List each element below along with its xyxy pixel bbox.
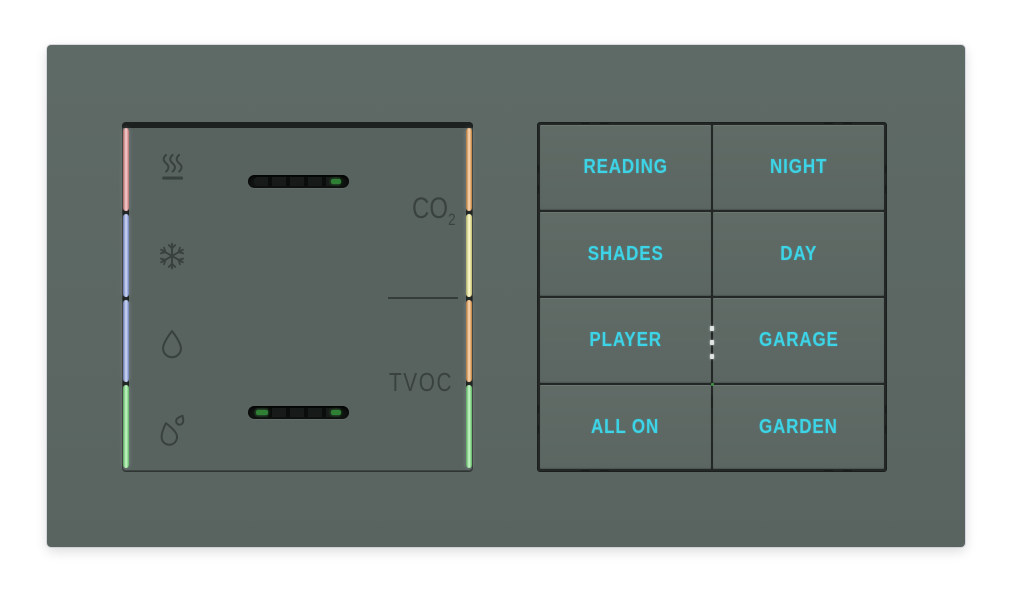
scene-button-shades[interactable]: SHADES [540, 211, 711, 296]
frame-notch [581, 470, 590, 472]
frame-notch [885, 425, 887, 433]
co2-subscript: 2 [448, 210, 456, 229]
scene-button-player[interactable]: PLAYER [540, 298, 711, 383]
slot-led-green [331, 410, 341, 415]
sensor-slot-bottom [248, 406, 349, 419]
scene-button-reading[interactable]: READING [540, 125, 711, 210]
scene-button-all-on[interactable]: ALL ON [540, 384, 711, 469]
scene-button-label: READING [583, 156, 668, 179]
scene-button-label: GARDEN [759, 415, 838, 438]
led-tvoc-upper [466, 299, 472, 383]
tvoc-label: TVOC [389, 367, 454, 397]
led-co2-lower [466, 213, 472, 297]
humidity-icon [153, 324, 191, 362]
led-humidity [123, 299, 129, 383]
frame-notch [537, 405, 539, 413]
co2-label: CO2 [412, 192, 456, 229]
scene-button-label: NIGHT [769, 156, 828, 179]
gas-scale-divider [388, 297, 458, 299]
led-strip-left [123, 128, 129, 468]
frame-notch [600, 470, 609, 472]
frame-notch [885, 165, 887, 173]
dew-point-icon [153, 411, 191, 449]
slot-led-green [331, 179, 341, 184]
scene-button-garage[interactable]: GARAGE [713, 298, 884, 383]
frame-notch [600, 122, 609, 124]
scene-button-label: DAY [780, 242, 817, 265]
sensor-slot-top [248, 175, 349, 188]
frame-notch [581, 122, 590, 124]
led-strip-right [466, 128, 472, 468]
frame-notch [824, 470, 833, 472]
scene-button-label: PLAYER [589, 329, 662, 352]
frame-notch [537, 425, 539, 433]
frame-notch [537, 185, 539, 193]
frame-notch [885, 405, 887, 413]
led-cooling [123, 213, 129, 297]
heating-icon [153, 149, 191, 187]
scene-button-label: GARAGE [758, 329, 839, 352]
scene-button-garden[interactable]: GARDEN [713, 384, 884, 469]
wall-plate: CO2 TVOC READING NIGHT SHADES DAY PLAYER… [47, 45, 965, 547]
frame-notch [537, 165, 539, 173]
sensor-panel: CO2 TVOC [122, 122, 473, 472]
frame-notch [885, 185, 887, 193]
scene-button-night[interactable]: NIGHT [713, 125, 884, 210]
led-heating [123, 128, 129, 211]
led-tvoc-lower [466, 385, 472, 468]
led-dew-point [123, 385, 129, 468]
frame-notch [843, 122, 852, 124]
frame-notch [824, 122, 833, 124]
cooling-icon [153, 237, 191, 275]
led-co2-upper [466, 128, 472, 211]
scene-button-label: SHADES [587, 242, 664, 265]
frame-notch [843, 470, 852, 472]
slot-led-green [256, 410, 268, 415]
sensor-panel-top-frame [122, 122, 473, 128]
scene-keypad: READING NIGHT SHADES DAY PLAYER GARAGE A… [537, 122, 887, 472]
scene-button-label: ALL ON [591, 415, 660, 438]
scene-button-day[interactable]: DAY [713, 211, 884, 296]
